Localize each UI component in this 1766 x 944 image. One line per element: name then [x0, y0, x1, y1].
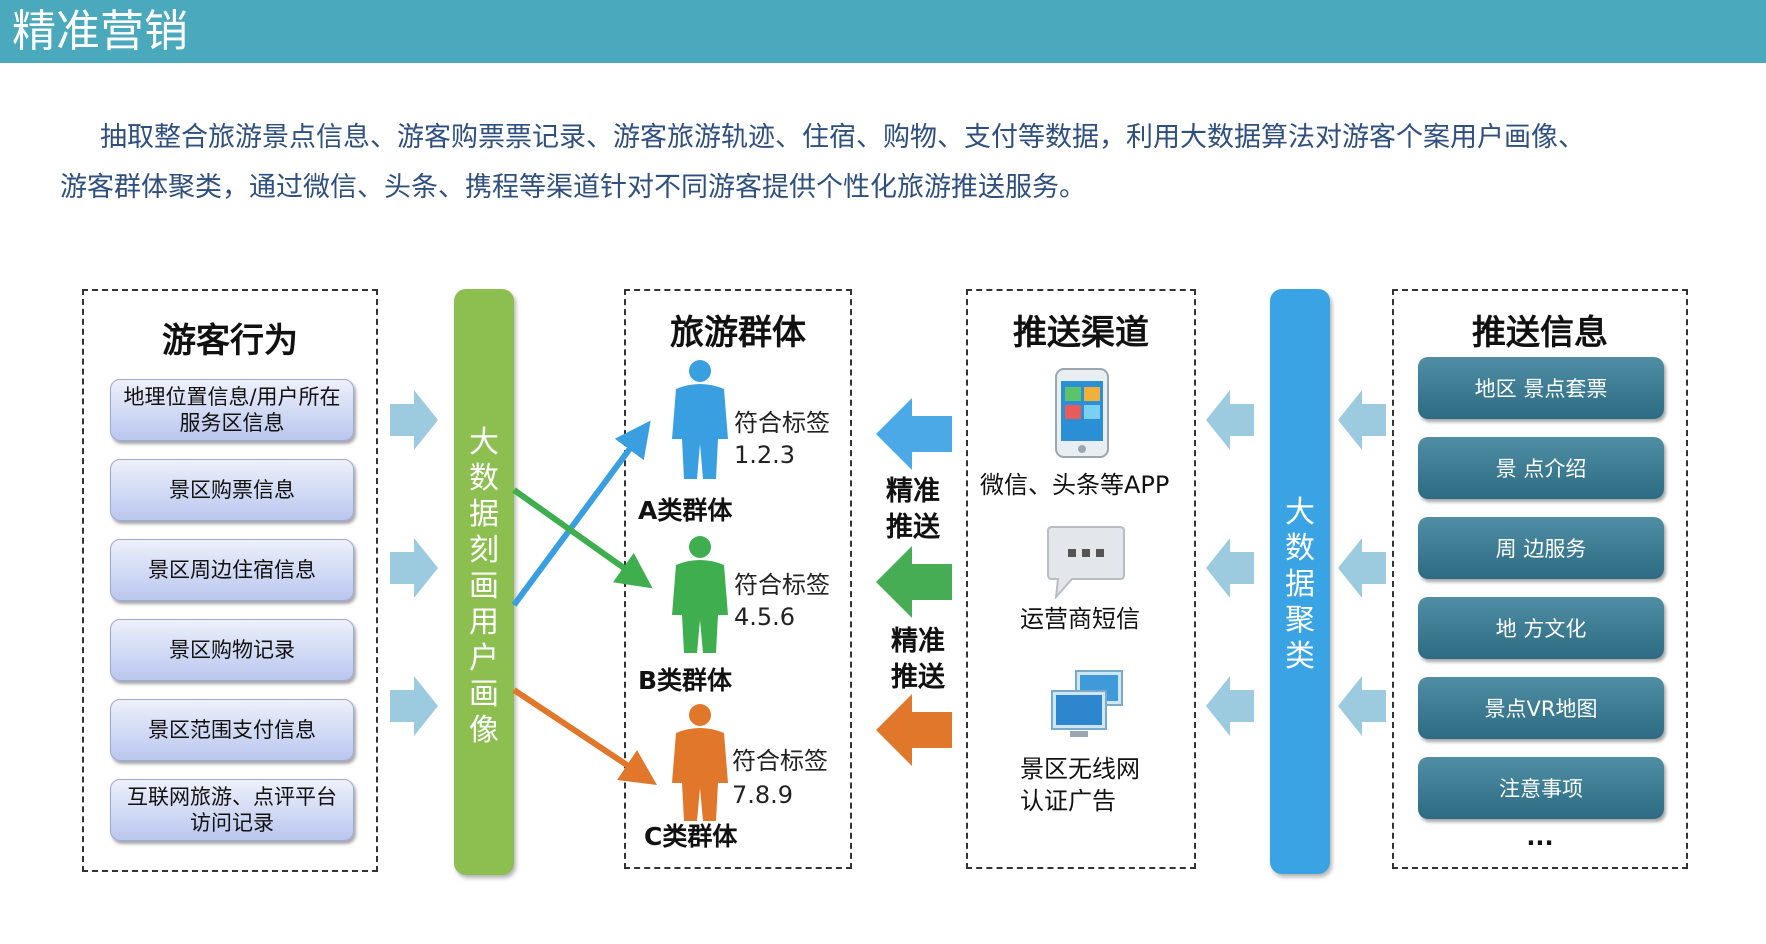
header-bar: 精准营销	[0, 0, 1766, 63]
arrow-left-icon	[1206, 390, 1254, 450]
person-icon	[672, 536, 728, 653]
arrow-left-icon	[1338, 538, 1386, 598]
person-icon	[672, 704, 728, 821]
precise-push-label: 精准推送	[891, 626, 945, 693]
profile-bar-char: 画	[469, 569, 499, 604]
arrow-left-icon	[1338, 390, 1386, 450]
group-a-name: A类群体	[638, 496, 733, 525]
message-icon	[1047, 526, 1125, 599]
arrow-left-green-icon	[876, 546, 952, 618]
profile-bar-char: 户	[469, 641, 499, 676]
page-title: 精准营销	[12, 6, 188, 57]
tourist-groups-box: 旅游群体 符合标签 1.2.3 A类群体 符合标签 4.5.6 B类群体 符合标…	[624, 289, 852, 869]
profile-bar: 大 数 据 刻 画 用 户 画 像	[454, 289, 514, 875]
arrow-left-icon	[1206, 538, 1254, 598]
group-c-tag-label: 符合标签	[732, 747, 828, 775]
visitor-behavior-box: 游客行为 地理位置信息/用户所在服务区信息 景区购票信息 景区周边住宿信息 景区…	[82, 289, 378, 872]
push-info-title: 推送信息	[1472, 313, 1608, 353]
profile-bar-char: 用	[469, 605, 499, 640]
group-c-tag-value: 7.8.9	[732, 781, 794, 809]
profile-bar-char: 大	[469, 425, 499, 460]
channel-sms-label: 运营商短信	[1020, 605, 1140, 633]
push-channels-title: 推送渠道	[1013, 313, 1149, 353]
behavior-item: 地理位置信息/用户所在服务区信息	[110, 379, 354, 441]
push-info-item: 地 方文化	[1418, 597, 1664, 659]
push-info-item: 周 边服务	[1418, 517, 1664, 579]
arrow-right-icon	[390, 538, 438, 598]
push-info-item: 景点VR地图	[1418, 677, 1664, 739]
push-info-item: 注意事项	[1418, 757, 1664, 819]
arrow-left-orange-icon	[876, 694, 952, 766]
group-b-name: B类群体	[638, 666, 733, 695]
arrow-right-icon	[390, 390, 438, 450]
arrow-left-blue-icon	[876, 398, 952, 470]
cluster-bar-char: 聚	[1285, 603, 1315, 638]
cluster-bar-char: 据	[1285, 567, 1315, 602]
group-c-name: C类群体	[644, 822, 738, 851]
visitor-behavior-title: 游客行为	[162, 321, 298, 361]
push-info-item: 景 点介绍	[1418, 437, 1664, 499]
arrow-green-icon	[512, 487, 653, 589]
arrow-left-icon	[1338, 676, 1386, 736]
arrow-left-icon	[1206, 676, 1254, 736]
group-b-tag-value: 4.5.6	[734, 603, 796, 631]
profile-bar-char: 像	[469, 713, 499, 748]
behavior-item: 景区购物记录	[110, 619, 354, 681]
intro-line-1: 抽取整合旅游景点信息、游客购票票记录、游客旅游轨迹、住宿、购物、支付等数据，利用…	[100, 122, 1585, 153]
channel-app-label: 微信、头条等APP	[980, 471, 1170, 499]
arrow-right-icon	[390, 676, 438, 736]
computer-icon	[1051, 670, 1123, 737]
cluster-bar: 大 数 据 聚 类	[1270, 289, 1330, 874]
profile-bar-char: 画	[469, 677, 499, 712]
cluster-bar-label: 大 数 据 聚 类	[1270, 495, 1330, 675]
mapping-arrows	[511, 420, 657, 785]
behavior-item: 景区范围支付信息	[110, 699, 354, 761]
behavior-item: 景区周边住宿信息	[110, 539, 354, 601]
profile-bar-char: 刻	[469, 533, 499, 568]
cluster-bar-char: 大	[1285, 495, 1315, 530]
push-info-box: 推送信息 地区 景点套票 景 点介绍 周 边服务 地 方文化 景点VR地图 注意…	[1392, 289, 1688, 869]
cluster-bar-char: 类	[1285, 639, 1315, 674]
precise-push-label: 精准推送	[886, 476, 940, 543]
cluster-bar-char: 数	[1285, 531, 1315, 566]
intro-line-2: 游客群体聚类，通过微信、头条、携程等渠道针对不同游客提供个性化旅游推送服务。	[60, 172, 1086, 203]
push-channels-box: 推送渠道 微信、头条等APP 运营商短信 景区无线网认证广告	[966, 289, 1196, 869]
person-icon	[672, 360, 728, 479]
push-info-more: ...	[1526, 823, 1554, 851]
arrow-orange-icon	[512, 687, 657, 785]
behavior-item: 互联网旅游、点评平台访问记录	[110, 779, 354, 841]
profile-bar-char: 据	[469, 497, 499, 532]
phone-icon	[1055, 368, 1109, 458]
profile-bar-char: 数	[469, 461, 499, 496]
push-info-item: 地区 景点套票	[1418, 357, 1664, 419]
group-a-tag-label: 符合标签	[734, 409, 830, 437]
tourist-groups-title: 旅游群体	[670, 313, 806, 353]
channel-wifi-label: 景区无线网认证广告	[1020, 755, 1140, 815]
profile-bar-label: 大 数 据 刻 画 用 户 画 像	[454, 425, 514, 749]
group-a-tag-value: 1.2.3	[734, 441, 796, 469]
group-b-tag-label: 符合标签	[734, 571, 830, 599]
arrow-blue-icon	[511, 420, 651, 607]
behavior-item: 景区购票信息	[110, 459, 354, 521]
